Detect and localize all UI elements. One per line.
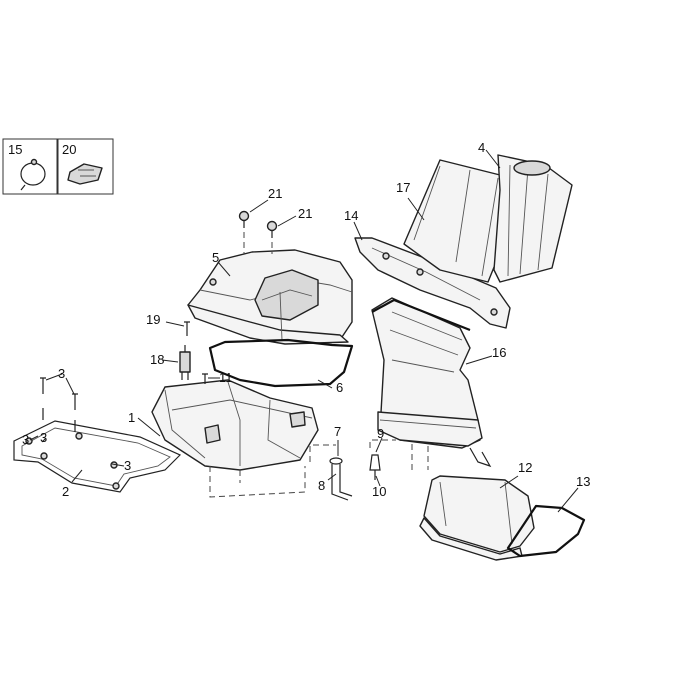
callout-21a: 21: [268, 186, 282, 201]
callout-9: 9: [377, 426, 384, 441]
callout-3c: 3: [22, 432, 29, 447]
callout-4: 4: [478, 140, 485, 155]
callout-17: 17: [396, 180, 410, 195]
small-screw-part: [184, 321, 190, 336]
callout-21b: 21: [298, 206, 312, 221]
filter-cover-part: [493, 154, 573, 283]
callout-15: 15: [8, 142, 22, 157]
callout-20: 20: [62, 142, 76, 157]
callout-16: 16: [492, 345, 506, 360]
small-screw-11-part: [202, 373, 208, 384]
resonator-gasket-part: [506, 504, 586, 558]
callout-19: 19: [146, 312, 160, 327]
screw-parts: [40, 377, 78, 432]
bolt-parts: [238, 210, 278, 238]
callout-1: 1: [128, 410, 135, 425]
sensor-part: [179, 345, 191, 380]
callout-14: 14: [344, 208, 358, 223]
air-filter-part: [403, 159, 506, 283]
hose-clamp-icon: [20, 158, 46, 191]
callout-11: 11: [219, 370, 233, 385]
base-plate-part: [13, 420, 182, 493]
callout-7: 7: [334, 424, 341, 439]
cover-gasket-part: [208, 338, 354, 388]
callout-3d: 3: [124, 458, 131, 473]
callout-numbers: 1 2 3 3 3 3 4 5 6 7 8 9 10 11 12 13 14 1…: [22, 140, 590, 499]
callout-6: 6: [336, 380, 343, 395]
callout-3b: 3: [40, 430, 47, 445]
callout-2: 2: [62, 484, 69, 499]
drain-tube-part: [309, 444, 353, 501]
callout-8: 8: [318, 478, 325, 493]
callout-3a: 3: [58, 366, 65, 381]
intake-duct-part: [371, 297, 492, 470]
leader-lines: [29, 149, 579, 513]
callout-5: 5: [212, 250, 219, 265]
airbox-lower-housing-part: [151, 379, 319, 498]
clip-icon: [67, 163, 103, 185]
callout-12: 12: [518, 460, 532, 475]
resonator-box-part: [419, 475, 535, 561]
valve-part: [369, 439, 396, 480]
airbox-upper-cover-part: [187, 222, 353, 345]
callout-13: 13: [576, 474, 590, 489]
inset-part-15: 15: [2, 138, 58, 195]
inset-part-20: 20: [57, 138, 114, 195]
callout-18: 18: [150, 352, 164, 367]
callout-10: 10: [372, 484, 386, 499]
